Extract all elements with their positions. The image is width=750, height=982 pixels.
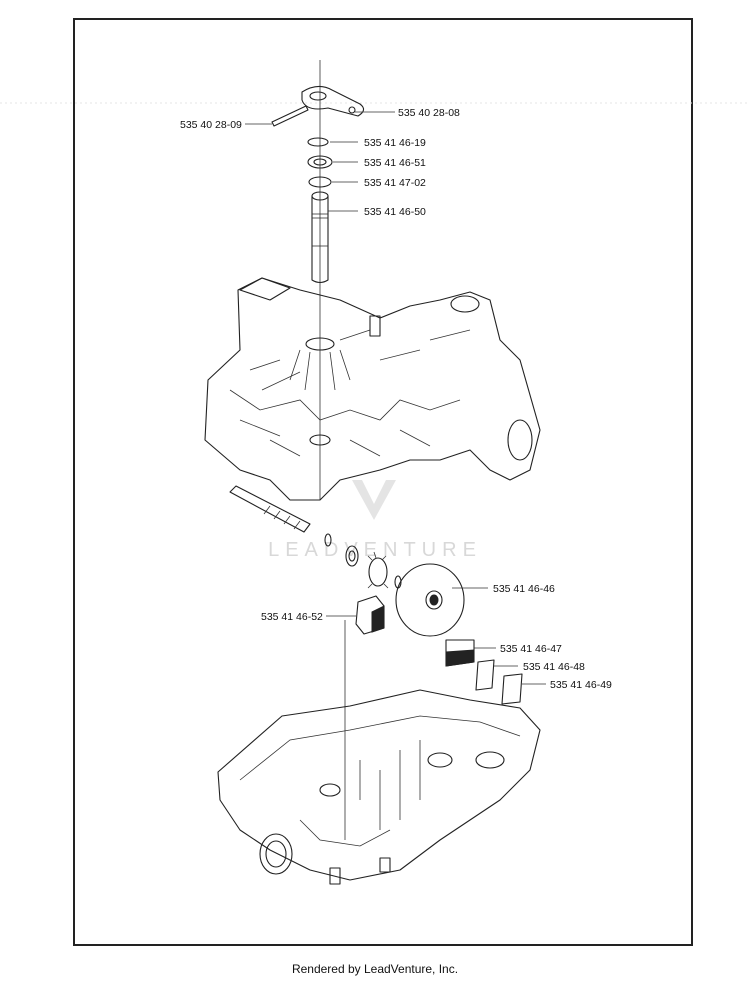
brake-disc	[395, 563, 465, 637]
label-part-2: 535 40 28-09	[180, 119, 242, 131]
label-part-3: 535 41 46-19	[364, 137, 426, 149]
shift-shaft	[311, 191, 329, 284]
label-part-6: 535 41 46-50	[364, 206, 426, 218]
label-part-1: 535 40 28-08	[398, 107, 460, 119]
washer	[324, 533, 332, 547]
label-part-7: 535 41 46-46	[493, 583, 555, 595]
upper-housing	[204, 277, 541, 501]
gear	[367, 551, 389, 589]
shift-arm	[301, 85, 365, 117]
label-part-5: 535 41 47-02	[364, 177, 426, 189]
o-ring	[307, 137, 329, 147]
label-part-8: 535 41 46-52	[261, 611, 323, 623]
watermark-text: LEADVENTURE	[268, 539, 482, 561]
footer-credit: Rendered by LeadVenture, Inc.	[291, 962, 459, 976]
label-part-11: 535 41 46-49	[550, 679, 612, 691]
brake-pad	[445, 639, 475, 667]
watermark-logo	[352, 480, 396, 520]
brake-puck	[355, 595, 385, 635]
label-part-4: 535 41 46-51	[364, 157, 426, 169]
bearing	[345, 545, 359, 567]
plate	[501, 673, 523, 705]
pin	[271, 105, 309, 127]
input-shaft	[229, 485, 311, 533]
label-part-10: 535 41 46-48	[523, 661, 585, 673]
label-part-9: 535 41 46-47	[500, 643, 562, 655]
diagram-frame	[73, 18, 693, 946]
seal	[307, 155, 333, 169]
snap-ring	[308, 176, 332, 188]
lower-housing	[217, 689, 541, 885]
shim	[475, 659, 495, 691]
